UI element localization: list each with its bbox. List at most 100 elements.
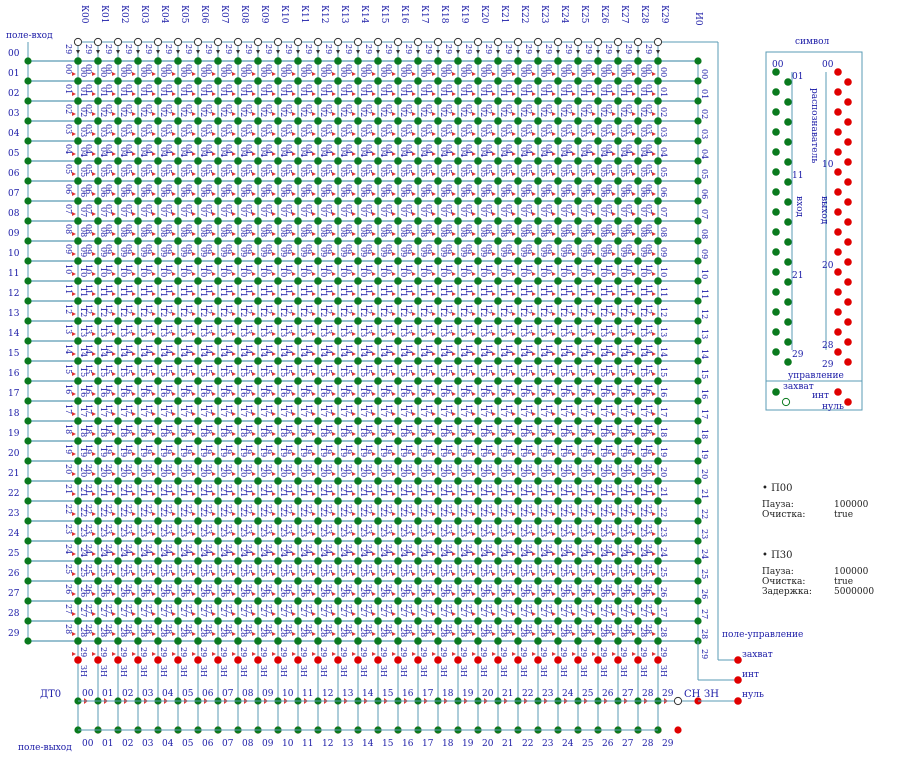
cell-node — [334, 437, 342, 445]
out-number: 21 — [502, 739, 513, 749]
cell-arrow — [652, 652, 656, 656]
cell-node — [314, 597, 322, 605]
cell-label: 16 — [284, 384, 293, 394]
cell-label: 29 — [284, 44, 293, 54]
right-header: И0 — [693, 12, 703, 26]
cell-label: 02 — [79, 107, 88, 117]
cell-label: 23 — [624, 524, 633, 534]
cell-label: 11 — [199, 287, 208, 297]
cell-label: 16 — [279, 387, 288, 397]
cell-label: 00 — [179, 67, 188, 77]
cell-node — [614, 337, 622, 345]
zn-label: ЗН — [479, 665, 488, 677]
cell-label: 26 — [404, 584, 413, 594]
cell-arrow — [212, 632, 216, 636]
cell-label: 18 — [344, 424, 353, 434]
int-label: инт — [742, 670, 759, 680]
cell-arrow — [312, 512, 316, 516]
zn-node — [554, 656, 562, 664]
cell-label: 12 — [79, 307, 88, 317]
zn-label: ЗН — [579, 665, 588, 677]
panel-in-node — [772, 208, 780, 216]
cell-arrow — [132, 292, 136, 296]
cell-label: 11 — [504, 284, 513, 294]
cell-label: 09 — [659, 247, 668, 257]
cell-arrow — [312, 332, 316, 336]
symbol-title: символ — [795, 37, 830, 47]
cell-label: 02 — [659, 107, 668, 117]
cell-node — [114, 277, 122, 285]
cell-label: 15 — [384, 364, 393, 374]
cell-node — [114, 217, 122, 225]
cell-label: 04 — [284, 144, 293, 154]
panel-out-node — [844, 178, 852, 186]
cell-label: 21 — [104, 484, 113, 494]
cell-label: 04 — [199, 147, 208, 157]
panel-out-node — [834, 68, 842, 76]
cell-label: 27 — [304, 604, 313, 614]
out-number: 29 — [662, 739, 674, 749]
cell-arrow — [192, 212, 196, 216]
column-header: К02 — [119, 5, 129, 23]
cell-label: 01 — [304, 84, 313, 94]
cell-label: 05 — [179, 167, 188, 177]
cell-node — [174, 497, 182, 505]
cell-node — [354, 437, 362, 445]
cell-arrow — [192, 232, 196, 236]
cell-arrow — [92, 492, 96, 496]
cell-node — [154, 597, 162, 605]
cell-label: 24 — [264, 544, 273, 554]
cell-arrow — [212, 592, 216, 596]
cell-arrow — [332, 332, 336, 336]
cell-label: 29 — [144, 44, 153, 54]
cell-label: 09 — [104, 244, 113, 254]
cell-label: 19 — [364, 444, 373, 454]
cell-label: 29 — [464, 44, 473, 54]
cell-label: 08 — [284, 224, 293, 234]
cell-label: 24 — [64, 544, 73, 554]
cell-label: 12 — [244, 304, 253, 314]
cell-label: 09 — [604, 244, 613, 254]
cell-arrow — [192, 312, 196, 316]
cell-label: 23 — [124, 524, 133, 534]
cell-node — [114, 557, 122, 565]
cell-node — [574, 137, 582, 145]
cell-node — [614, 497, 622, 505]
row-number: 12 — [8, 289, 19, 299]
cell-node — [374, 57, 382, 65]
cell-node — [114, 517, 122, 525]
cell-arrow — [172, 652, 176, 656]
cell-node — [334, 377, 342, 385]
cell-node — [574, 157, 582, 165]
cell-label: 05 — [219, 167, 228, 177]
cell-node — [314, 57, 322, 65]
cell-label: 17 — [239, 407, 248, 417]
dt-number: 00 — [82, 689, 94, 699]
cell-label: 27 — [319, 607, 328, 617]
cell-label: 29 — [279, 647, 288, 657]
cell-label: 08 — [584, 224, 593, 234]
cell-node — [434, 297, 442, 305]
cell-arrow — [132, 532, 136, 536]
cell-label: 02 — [524, 104, 533, 114]
cell-label: 29 — [64, 44, 73, 54]
cell-node — [654, 397, 662, 405]
cell-label: 22 — [604, 504, 613, 514]
cell-label: 08 — [179, 227, 188, 237]
cell-label: 19 — [584, 444, 593, 454]
cell-label: 04 — [564, 144, 573, 154]
dt-number: 01 — [102, 689, 113, 699]
cell-arrow — [332, 592, 336, 596]
cell-node — [134, 377, 142, 385]
row-output-label: 12 — [700, 309, 709, 319]
cell-arrow — [112, 392, 116, 396]
cell-label: 19 — [424, 444, 433, 454]
cell-node — [134, 597, 142, 605]
cell-label: 19 — [644, 444, 653, 454]
cell-arrow — [132, 572, 136, 576]
cell-node — [654, 77, 662, 85]
cell-node — [254, 517, 262, 525]
column-arrow — [636, 50, 640, 54]
cell-arrow — [152, 592, 156, 596]
cell-label: 07 — [659, 207, 668, 217]
